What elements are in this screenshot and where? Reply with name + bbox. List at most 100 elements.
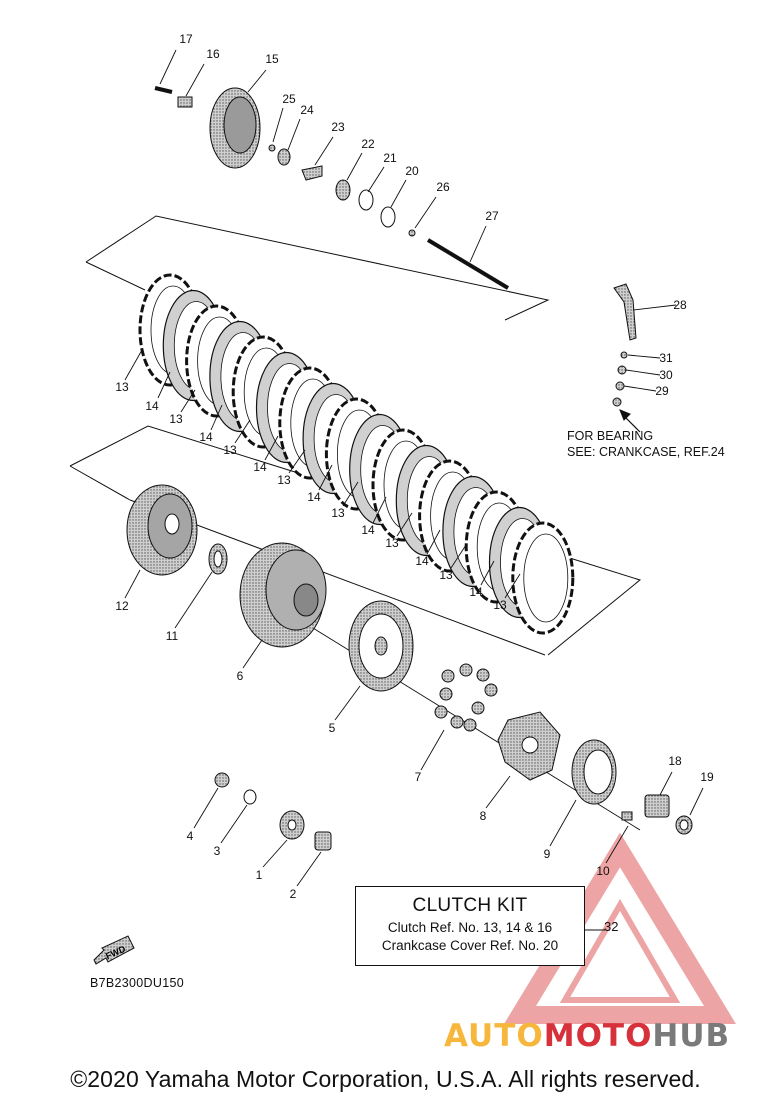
part-label-13: 13 — [223, 443, 237, 457]
part-label-14: 14 — [361, 523, 375, 537]
part-label-31: 31 — [659, 351, 673, 365]
part-label-22: 22 — [361, 137, 375, 151]
part-label-13: 13 — [277, 473, 291, 487]
leader-line — [605, 825, 629, 864]
part-label-10: 10 — [596, 864, 610, 878]
leader-line — [504, 573, 521, 599]
part-label-9: 9 — [544, 847, 551, 861]
clutch-basket — [239, 542, 327, 648]
part-label-12: 12 — [115, 599, 129, 613]
leader-line — [296, 851, 322, 887]
part-label-7: 7 — [415, 770, 422, 784]
bearing-note-line2: SEE: CRANKCASE, REF.24 — [567, 445, 725, 459]
part-label-18: 18 — [668, 754, 682, 768]
clutch-kit-connector — [585, 929, 605, 931]
part-label-13: 13 — [385, 536, 399, 550]
leader-line — [372, 496, 387, 524]
leader-line — [632, 304, 677, 311]
leader-line — [124, 569, 141, 599]
part-label-29: 29 — [655, 384, 669, 398]
leader-line — [124, 349, 143, 381]
part-label-21: 21 — [383, 151, 397, 165]
part-label-23: 23 — [331, 120, 345, 134]
part-label-14: 14 — [145, 399, 159, 413]
leader-line — [180, 389, 196, 413]
leader-line — [426, 529, 441, 555]
leader-line — [220, 804, 248, 844]
clutch-cover-ring — [571, 739, 617, 805]
plate-inner-edge — [523, 533, 569, 623]
leader-line — [390, 179, 407, 208]
leader-line — [367, 166, 385, 193]
leader-line — [288, 449, 306, 474]
push-lever-parts — [612, 283, 637, 407]
leader-line — [469, 225, 487, 263]
part-label-13: 13 — [169, 412, 183, 426]
leader-line — [342, 481, 359, 507]
part-label-19: 19 — [700, 770, 714, 784]
part-label-6: 6 — [237, 669, 244, 683]
leader-line — [480, 560, 495, 586]
clutch-kit-box: CLUTCH KIT Clutch Ref. No. 13, 14 & 16 C… — [355, 886, 585, 966]
lower-small-parts — [214, 772, 332, 851]
part-label-28: 28 — [673, 298, 687, 312]
oil-pump-drive-gear — [348, 600, 414, 692]
part-label-14: 14 — [415, 554, 429, 568]
part-label-13: 13 — [115, 380, 129, 394]
part-label-13: 13 — [493, 598, 507, 612]
leader-line — [485, 775, 511, 809]
leader-lines — [124, 49, 704, 887]
leader-line — [334, 685, 361, 721]
clutch-kit-ref-number: 32 — [604, 919, 619, 934]
clutch-kit-line2: Crankcase Cover Ref. No. 20 — [381, 938, 559, 953]
leader-line — [247, 69, 267, 93]
copyright-notice: ©2020 Yamaha Motor Corporation, U.S.A. A… — [70, 1066, 701, 1092]
leader-line — [157, 371, 171, 399]
thrust-washer — [208, 543, 228, 575]
diagram-code: B7B2300DU150 — [90, 976, 184, 990]
part-label-8: 8 — [480, 809, 487, 823]
watermark-brand-text: AUTOMOTOHUB — [444, 1018, 730, 1054]
leader-line — [623, 385, 657, 392]
part-label-20: 20 — [405, 164, 419, 178]
leader-line — [314, 136, 334, 166]
damper-plate — [497, 711, 561, 781]
part-label-14: 14 — [469, 585, 483, 599]
leader-line — [264, 435, 279, 461]
brand-part-moto: MOTO — [543, 1018, 653, 1054]
leader-line — [689, 787, 704, 816]
part-label-1: 1 — [256, 868, 263, 882]
leader-line — [627, 354, 661, 359]
part-label-15: 15 — [265, 52, 279, 66]
leader-line — [272, 107, 284, 143]
leader-line — [396, 512, 413, 537]
part-label-14: 14 — [199, 430, 213, 444]
leader-line — [414, 196, 437, 229]
leader-line — [185, 63, 205, 97]
leader-line — [420, 729, 445, 771]
part-label-2: 2 — [290, 887, 297, 901]
part-label-3: 3 — [214, 844, 221, 858]
fwd-arrow-badge: FWD — [92, 934, 136, 971]
part-label-30: 30 — [659, 368, 673, 382]
leader-line — [549, 799, 577, 847]
part-label-17: 17 — [179, 32, 193, 46]
leader-line — [318, 464, 333, 491]
brand-part-auto: AUTO — [444, 1018, 544, 1054]
leader-line — [242, 639, 263, 669]
leader-line — [174, 571, 213, 629]
leader-line — [450, 544, 467, 569]
leader-line — [159, 49, 177, 85]
leader-line — [193, 787, 219, 829]
leader-line — [210, 404, 223, 431]
primary-driven-gear — [126, 484, 198, 576]
part-label-11: 11 — [166, 629, 179, 643]
part-label-16: 16 — [206, 47, 220, 61]
clutch-boss-top — [154, 86, 261, 169]
dowel-pin — [621, 811, 633, 821]
part-label-26: 26 — [436, 180, 450, 194]
part-label-14: 14 — [253, 460, 267, 474]
part-label-13: 13 — [439, 568, 453, 582]
part-label-27: 27 — [485, 209, 499, 223]
